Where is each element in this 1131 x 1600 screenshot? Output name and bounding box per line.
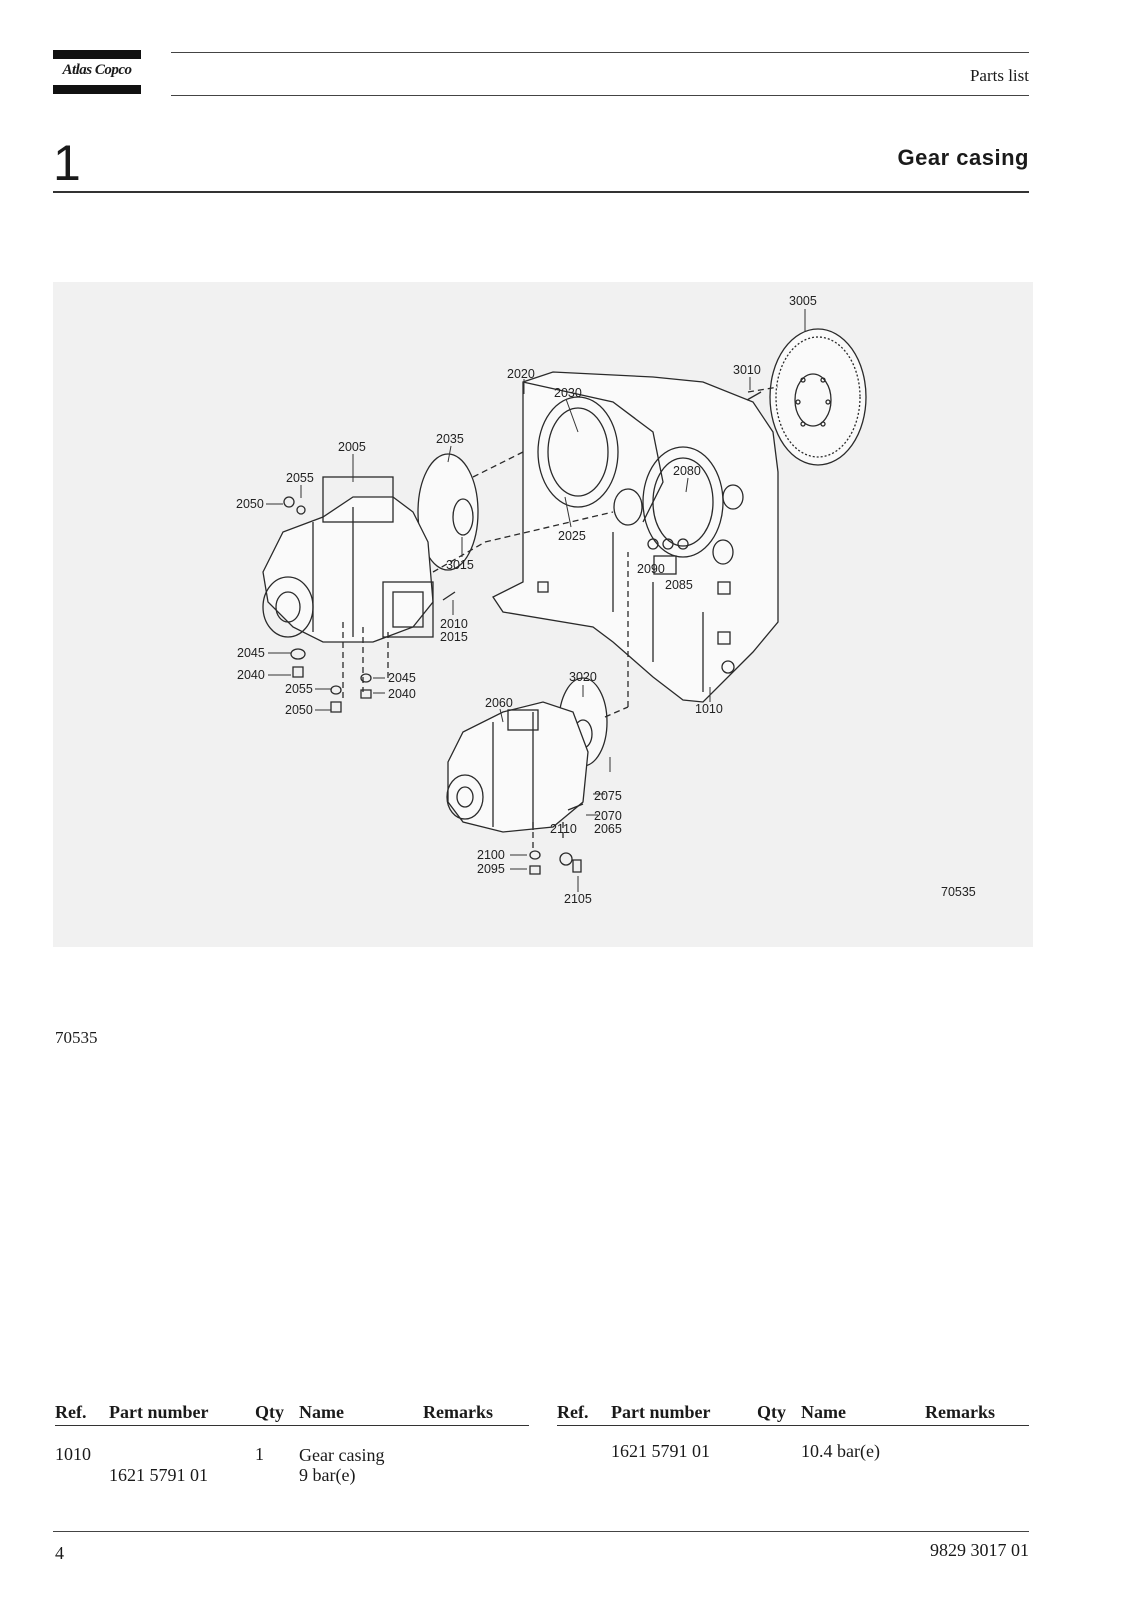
col-header-ref-left: Ref.	[55, 1402, 87, 1422]
callout-2105: 2105	[564, 892, 592, 906]
callout-2005: 2005	[338, 440, 366, 454]
callout-1010: 1010	[695, 702, 723, 716]
table-rule-right	[557, 1425, 1029, 1426]
callout-2025: 2025	[558, 529, 586, 543]
section-number: 1	[53, 135, 81, 191]
callout-2095: 2095	[477, 862, 505, 876]
col-header-remarks-left: Remarks	[423, 1402, 493, 1422]
col-header-part-number-left: Part number	[109, 1402, 209, 1422]
figure-caption: 70535	[55, 1028, 98, 1047]
row-name-right: 10.4 bar(e)	[801, 1441, 880, 1461]
row-ref: 1010	[55, 1444, 91, 1464]
header-rule-top	[171, 52, 1029, 53]
callout-2090: 2090	[637, 562, 665, 576]
callout-2085: 2085	[665, 578, 693, 592]
exploded-view-figure: 3005 3010 2020 2030 2035 2005 2080 2055 …	[53, 282, 1033, 947]
header-rule-bottom	[171, 95, 1029, 96]
footer-rule	[53, 1531, 1029, 1532]
document-number: 9829 3017 01	[930, 1540, 1029, 1560]
col-header-name-right: Name	[801, 1402, 846, 1422]
page-number: 4	[55, 1543, 64, 1563]
col-header-remarks-right: Remarks	[925, 1402, 995, 1422]
callout-3005: 3005	[789, 294, 817, 308]
callout-2060: 2060	[485, 696, 513, 710]
callout-2050-top: 2050	[236, 497, 264, 511]
col-header-ref-right: Ref.	[557, 1402, 589, 1422]
callout-3015: 3015	[446, 558, 474, 572]
col-header-qty-right: Qty	[757, 1402, 786, 1422]
row-name: Gear casing	[299, 1445, 385, 1465]
col-header-name-left: Name	[299, 1402, 344, 1422]
row-qty: 1	[255, 1444, 264, 1464]
logo-bar-top	[53, 50, 141, 59]
col-header-part-number-right: Part number	[611, 1402, 711, 1422]
callout-2015: 2015	[440, 630, 468, 644]
callout-2065: 2065	[594, 822, 622, 836]
callout-2045-right: 2045	[388, 671, 416, 685]
callout-labels: 3005 3010 2020 2030 2035 2005 2080 2055 …	[236, 294, 976, 906]
logo-bar-bottom	[53, 85, 141, 94]
callout-2050-bottom: 2050	[285, 703, 313, 717]
callout-2080: 2080	[673, 464, 701, 478]
section-title: Gear casing	[897, 145, 1029, 170]
table-rule-left	[55, 1425, 529, 1426]
callout-2110: 2110	[550, 822, 577, 836]
callout-2010: 2010	[440, 617, 468, 631]
callout-2030: 2030	[554, 386, 582, 400]
section-rule	[53, 191, 1029, 193]
atlas-copco-logo: Atlas Copco	[53, 50, 141, 94]
logo-text: Atlas Copco	[62, 62, 132, 78]
callout-2045-left: 2045	[237, 646, 265, 660]
drawing-lines	[262, 328, 867, 875]
callout-2020: 2020	[507, 367, 535, 381]
callout-2035: 2035	[436, 432, 464, 446]
callout-2055-top: 2055	[286, 471, 314, 485]
header-label: Parts list	[969, 66, 1029, 85]
row-part-number: 1621 5791 01	[109, 1465, 208, 1485]
callout-2040-left: 2040	[237, 668, 265, 682]
row-part-number-right: 1621 5791 01	[611, 1441, 710, 1461]
callout-2070: 2070	[594, 809, 622, 823]
callout-2040-right: 2040	[388, 687, 416, 701]
callout-2100: 2100	[477, 848, 505, 862]
leader-lines	[266, 309, 806, 892]
callout-3020: 3020	[569, 670, 597, 684]
row-name-variant: 9 bar(e)	[299, 1465, 356, 1485]
callout-3010: 3010	[733, 363, 761, 377]
figure-number: 70535	[941, 885, 976, 899]
exploded-view-drawing: 3005 3010 2020 2030 2035 2005 2080 2055 …	[236, 294, 976, 906]
callout-2075: 2075	[594, 789, 622, 803]
callout-2055-bottom: 2055	[285, 682, 313, 696]
col-header-qty-left: Qty	[255, 1402, 284, 1422]
